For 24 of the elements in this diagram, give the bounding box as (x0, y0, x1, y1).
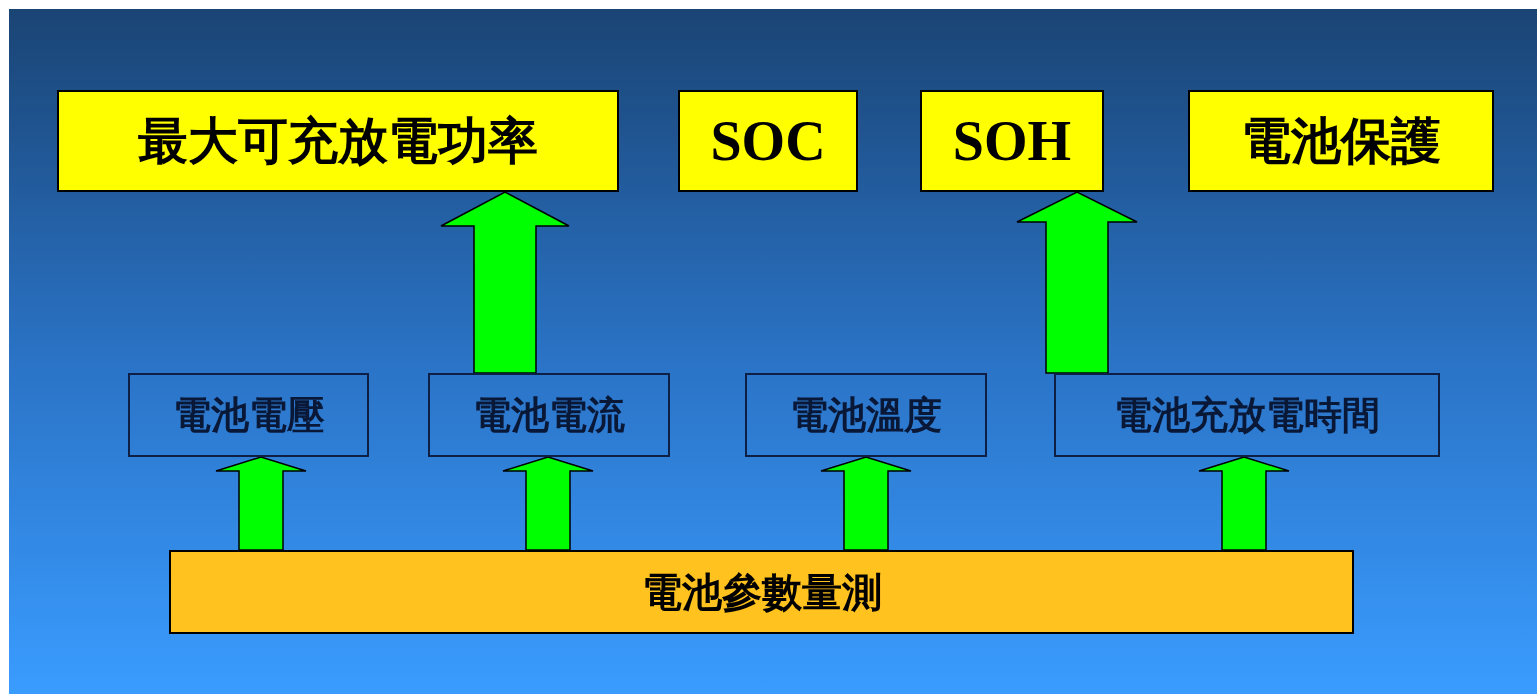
block-arrow (215, 456, 307, 551)
block-arrow (1198, 456, 1290, 551)
measurement-bar (169, 550, 1354, 634)
block-arrow (502, 456, 594, 551)
box-label: 電池充放電時間 (1114, 391, 1380, 439)
output-box (1188, 90, 1494, 192)
parameter-box (745, 373, 987, 457)
box-label: 電池電流 (473, 391, 625, 439)
output-box (920, 90, 1104, 192)
box-label: 電池保護 (1241, 110, 1441, 172)
box-label: SOC (710, 109, 826, 173)
parameter-box (128, 373, 369, 457)
box-label: 電池溫度 (790, 391, 942, 439)
block-arrow (440, 191, 570, 374)
block-arrow (1016, 191, 1138, 374)
box-label: 最大可充放電功率 (138, 110, 538, 172)
block-arrow (820, 456, 912, 551)
box-label: 電池電壓 (172, 391, 325, 439)
parameter-box (1054, 373, 1440, 457)
output-box (57, 90, 619, 192)
output-box (678, 90, 858, 192)
parameter-box (428, 373, 670, 457)
box-label: 電池參數量測 (641, 567, 882, 617)
box-label: SOH (952, 109, 1072, 173)
